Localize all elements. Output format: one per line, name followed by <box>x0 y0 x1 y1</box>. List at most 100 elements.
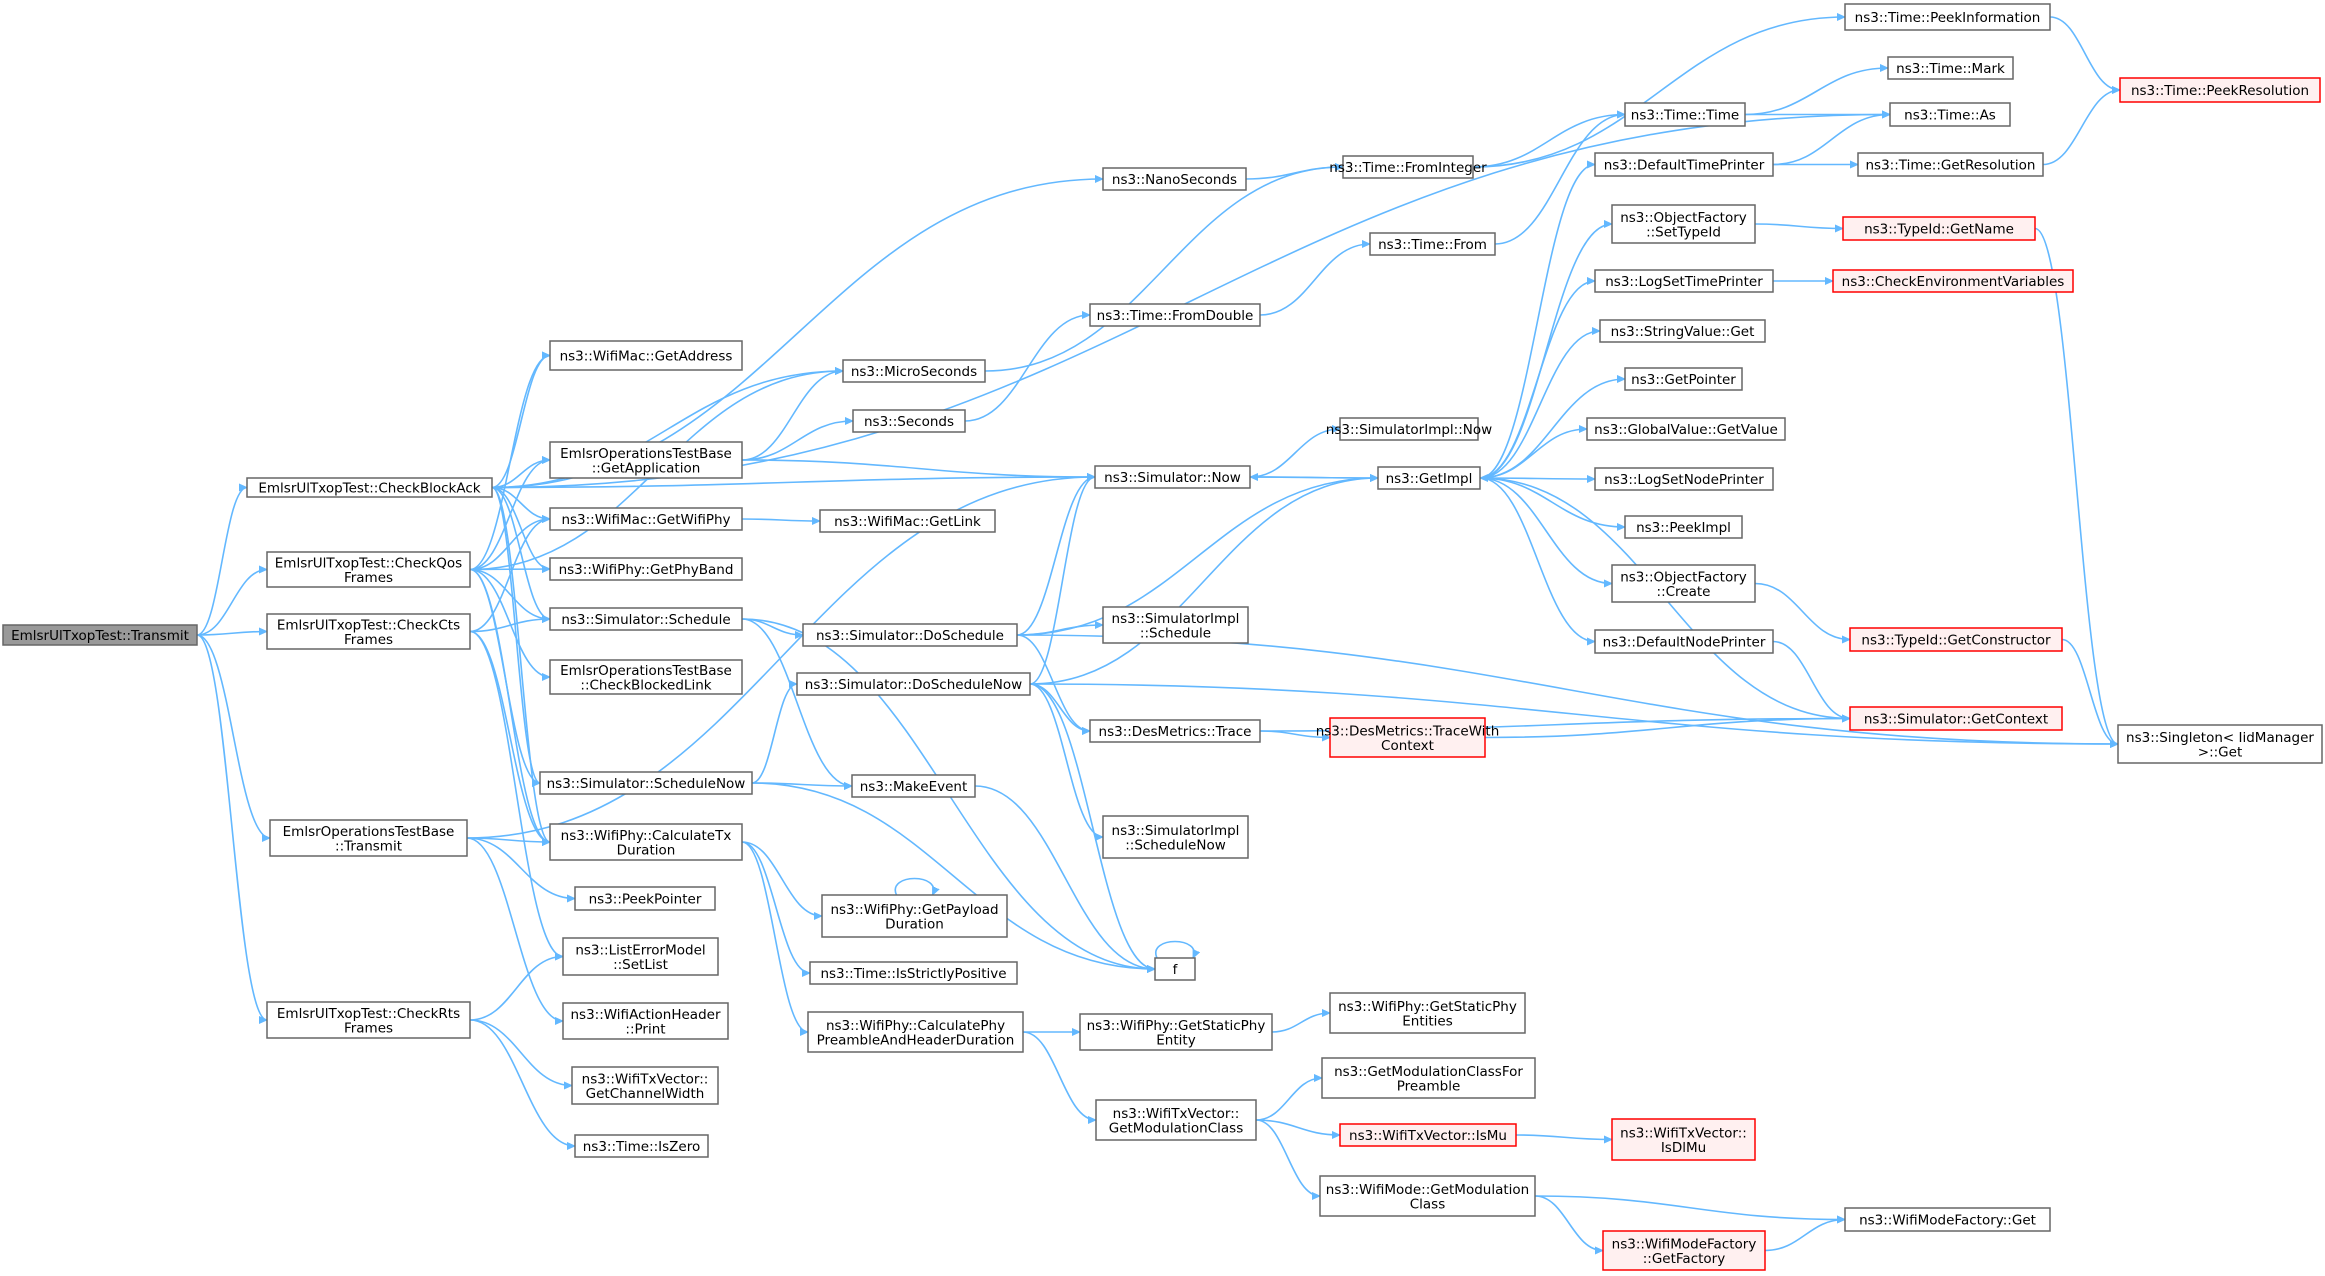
node-calcPreamble[interactable]: ns3::WifiPhy::CalculatePhyPreambleAndHea… <box>807 1011 1024 1053</box>
node-getImpl[interactable]: ns3::GetImpl <box>1377 466 1481 490</box>
node-getConstructor[interactable]: ns3::TypeId::GetConstructor <box>1849 627 2063 652</box>
node-implScheduleNow[interactable]: ns3::SimulatorImpl::ScheduleNow <box>1102 815 1249 859</box>
node-label: EmlsrUlTxopTest::CheckBlockAck <box>258 481 480 497</box>
edge-getModulationClass-to-isMu <box>1255 1119 1340 1135</box>
node-simNow[interactable]: ns3::Simulator::Now <box>1094 465 1251 489</box>
node-desTrace[interactable]: ns3::DesMetrics::Trace <box>1089 719 1261 743</box>
node-scheduleNow[interactable]: ns3::Simulator::ScheduleNow <box>539 771 753 795</box>
node-timeAs[interactable]: ns3::Time::As <box>1889 102 2011 127</box>
node-box <box>1624 102 1746 127</box>
node-peekPointer[interactable]: ns3::PeekPointer <box>574 886 716 911</box>
node-checkBlockedLink[interactable]: EmlsrOperationsTestBase::CheckBlockedLin… <box>549 659 743 695</box>
edge-timeTime-to-timeMark <box>1744 68 1888 116</box>
node-microSeconds[interactable]: ns3::MicroSeconds <box>842 359 986 383</box>
node-peekResolution[interactable]: ns3::Time::PeekResolution <box>2119 77 2321 103</box>
node-isDlMu[interactable]: ns3::WifiTxVector::IsDlMu <box>1611 1118 1756 1161</box>
node-getContext[interactable]: ns3::Simulator::GetContext <box>1849 706 2063 731</box>
node-setTypeId[interactable]: ns3::ObjectFactory::SetTypeId <box>1611 204 1756 244</box>
node-getWifiPhy[interactable]: ns3::WifiMac::GetWifiPhy <box>549 507 743 531</box>
node-label: ns3::SimulatorImpl::Now <box>1326 422 1492 438</box>
node-baseTransmit[interactable]: EmlsrOperationsTestBase::Transmit <box>269 819 468 857</box>
node-root[interactable]: EmlsrUlTxopTest::Transmit <box>2 624 198 646</box>
node-implNow[interactable]: ns3::SimulatorImpl::Now <box>1326 417 1492 441</box>
edge-baseTransmit-to-peekPointer <box>466 837 575 899</box>
node-box <box>549 441 743 479</box>
node-defaultNodePrinter[interactable]: ns3::DefaultNodePrinter <box>1594 629 1774 654</box>
edge-root-to-checkCts <box>196 632 267 636</box>
node-nanoSeconds[interactable]: ns3::NanoSeconds <box>1102 167 1247 191</box>
edge-checkQos-to-calcTxDuration <box>469 568 550 843</box>
node-logSetNodePrinter[interactable]: ns3::LogSetNodePrinter <box>1594 467 1774 491</box>
node-box <box>802 623 1018 647</box>
node-checkEnvVars[interactable]: ns3::CheckEnvironmentVariables <box>1832 269 2074 293</box>
node-getPointer[interactable]: ns3::GetPointer <box>1624 367 1743 391</box>
node-getModulationClass[interactable]: ns3::WifiTxVector::GetModulationClass <box>1095 1099 1257 1141</box>
node-getResolution[interactable]: ns3::Time::GetResolution <box>1857 152 2044 177</box>
node-implSchedule[interactable]: ns3::SimulatorImpl::Schedule <box>1102 606 1249 644</box>
node-box <box>549 607 743 631</box>
node-isZero[interactable]: ns3::Time::IsZero <box>574 1134 709 1158</box>
node-box <box>549 507 743 531</box>
node-schedule[interactable]: ns3::Simulator::Schedule <box>549 607 743 631</box>
node-isMu[interactable]: ns3::WifiTxVector::IsMu <box>1339 1123 1517 1147</box>
node-fromInteger[interactable]: ns3::Time::FromInteger <box>1329 155 1487 179</box>
node-timeFromDouble[interactable]: ns3::Time::FromDouble <box>1089 303 1261 327</box>
node-doScheduleNow[interactable]: ns3::Simulator::DoScheduleNow <box>796 672 1031 696</box>
node-box <box>1857 152 2044 177</box>
node-setList[interactable]: ns3::ListErrorModel::SetList <box>562 937 719 976</box>
node-checkBlockAck[interactable]: EmlsrUlTxopTest::CheckBlockAck <box>246 477 493 498</box>
edge-checkCts-to-setList <box>469 630 563 957</box>
node-timeFrom[interactable]: ns3::Time::From <box>1369 232 1496 256</box>
node-label: ns3::WifiMac::GetLink <box>834 514 981 530</box>
node-getApplication[interactable]: EmlsrOperationsTestBase::GetApplication <box>549 441 743 479</box>
node-getFactory[interactable]: ns3::WifiModeFactory::GetFactory <box>1602 1230 1766 1271</box>
node-doSchedule[interactable]: ns3::Simulator::DoSchedule <box>802 623 1018 647</box>
edge-checkBlockAck-to-simNow <box>491 477 1095 489</box>
node-getAddress[interactable]: ns3::WifiMac::GetAddress <box>549 340 743 371</box>
node-timeTime[interactable]: ns3::Time::Time <box>1624 102 1746 127</box>
node-modeFactoryGet[interactable]: ns3::WifiModeFactory::Get <box>1844 1207 2051 1232</box>
edge-isMu-to-isDlMu <box>1515 1134 1612 1140</box>
node-globalValueGet[interactable]: ns3::GlobalValue::GetValue <box>1586 417 1786 441</box>
node-typeIdGetName[interactable]: ns3::TypeId::GetName <box>1842 216 2036 241</box>
node-stringValueGet[interactable]: ns3::StringValue::Get <box>1599 319 1766 343</box>
node-timeMark[interactable]: ns3::Time::Mark <box>1887 56 2014 80</box>
node-singletonGet[interactable]: ns3::Singleton< IidManager >::Get <box>2117 724 2323 764</box>
node-label: ns3::Time::FromInteger <box>1329 160 1487 176</box>
edge-checkBlockAck-to-timeAs <box>491 115 1890 489</box>
edge-f-to-f <box>1155 940 1194 959</box>
node-f[interactable]: f <box>1154 957 1196 981</box>
node-seconds[interactable]: ns3::Seconds <box>852 409 966 433</box>
node-box <box>819 509 996 533</box>
node-getPhyBand[interactable]: ns3::WifiPhy::GetPhyBand <box>549 557 743 581</box>
node-actionPrint[interactable]: ns3::WifiActionHeader::Print <box>562 1002 729 1040</box>
node-modeGetModulationClass[interactable]: ns3::WifiMode::GetModulationClass <box>1319 1175 1536 1217</box>
node-peekImpl[interactable]: ns3::PeekImpl <box>1624 515 1743 539</box>
node-box <box>574 886 716 911</box>
edge-microSeconds-to-fromInteger <box>984 167 1343 372</box>
edge-doScheduleNow-to-getImpl <box>1029 478 1378 685</box>
edge-getImpl-to-simNow <box>1250 477 1379 478</box>
node-makeEvent[interactable]: ns3::MakeEvent <box>851 774 976 798</box>
node-label: ns3::Time::GetResolution <box>1865 158 2035 174</box>
node-label: ns3::ObjectFactory <box>1620 569 1747 585</box>
node-box <box>1844 1207 2051 1232</box>
node-logSetTimePrinter[interactable]: ns3::LogSetTimePrinter <box>1594 269 1774 293</box>
node-getChannelWidth[interactable]: ns3::WifiTxVector::GetChannelWidth <box>571 1066 719 1105</box>
node-peekInformation[interactable]: ns3::Time::PeekInformation <box>1844 3 2051 31</box>
node-isStrictlyPositive[interactable]: ns3::Time::IsStrictlyPositive <box>809 961 1018 985</box>
node-getLink[interactable]: ns3::WifiMac::GetLink <box>819 509 996 533</box>
node-label: ns3::SimulatorImpl <box>1112 611 1240 627</box>
node-defaultTimePrinter[interactable]: ns3::DefaultTimePrinter <box>1594 152 1774 177</box>
node-box <box>1339 417 1479 441</box>
node-factoryCreate[interactable]: ns3::ObjectFactory::Create <box>1611 564 1756 603</box>
